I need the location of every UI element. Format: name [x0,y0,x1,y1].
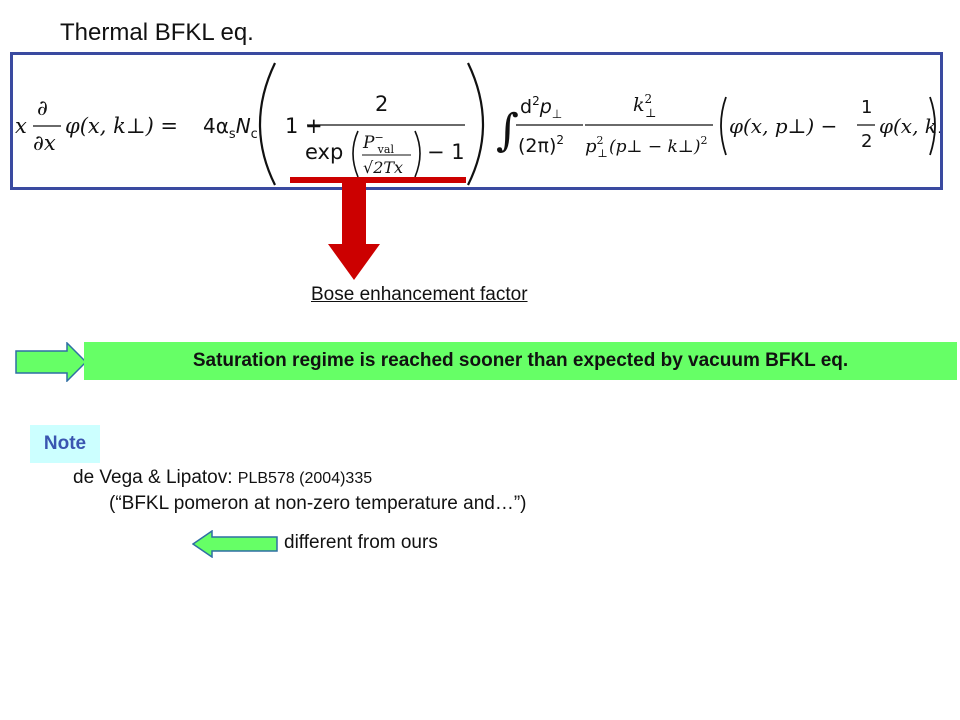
eq-partial-den: ∂x [33,131,56,155]
eq-half-num: 1 [861,97,872,118]
eq-p2den: p2⊥ [585,134,608,160]
thermal-bfkl-equation: x ∂ ∂x φ(x, k⊥) = 4αsNc 1 + 2 exp P−val … [15,62,940,186]
eq-d2p: d2p⊥ [520,94,562,121]
slide-title: Thermal BFKL eq. [60,19,254,46]
different-from-ours-text: different from ours [284,532,438,553]
bose-factor-underline-bar [290,177,466,183]
saturation-callout: Saturation regime is reached sooner than… [84,342,957,380]
eq-frac-two: 2 [375,92,388,116]
eq-one-plus: 1 + [285,114,323,138]
eq-sqrt-den: √2Tx [363,158,403,177]
bose-enhancement-label: Bose enhancement factor [311,284,528,305]
eq-p-val: P−val [362,131,394,156]
note-label: Note [30,425,100,463]
eq-minus-one: − 1 [427,140,465,164]
eq-lhs-x: x [15,114,27,138]
reference-line: de Vega & Lipatov: PLB578 (2004)335 [73,466,372,491]
eq-exp: exp [305,140,343,164]
eq-bracket-phi2: φ(x, k⊥) [879,114,940,138]
eq-integral: ∫ [496,105,519,156]
eq-two-pi: (2π)2 [518,133,564,157]
eq-partial-num: ∂ [37,96,48,120]
reference-authors: de Vega & Lipatov: [73,467,238,488]
eq-k2: k2⊥ [633,92,656,120]
eq-big-paren-left [258,62,276,186]
green-right-arrow-icon [15,342,87,382]
eq-coef: 4αsNc [203,114,258,142]
eq-half-den: 2 [861,131,872,152]
eq-diff-den: (p⊥ − k⊥)2 [609,134,707,157]
eq-lhs-phi: φ(x, k⊥) = [65,114,178,138]
reference-paper-title: (“BFKL pomeron at non-zero temperature a… [109,493,527,514]
eq-big-paren-right [467,62,485,186]
equation-box [10,52,943,190]
eq-bracket-phi: φ(x, p⊥) − [729,114,837,138]
red-down-arrow-icon [328,182,380,280]
reference-journal: PLB578 (2004)335 [237,470,373,487]
green-left-arrow-icon [192,530,278,558]
